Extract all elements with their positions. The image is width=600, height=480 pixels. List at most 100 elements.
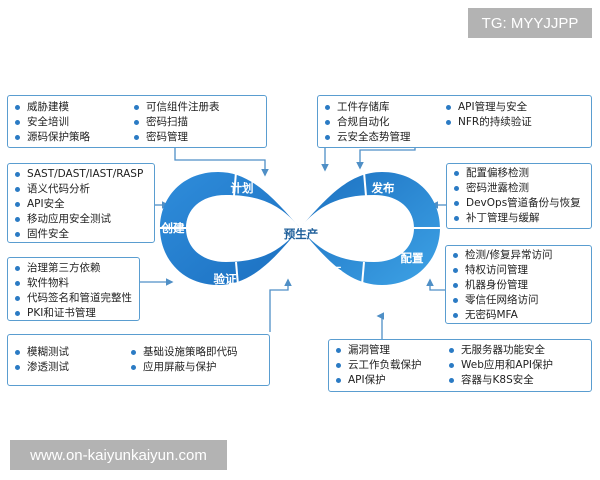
bullet-dot bbox=[15, 172, 20, 177]
bullet-dot bbox=[336, 378, 341, 383]
list-item: 治理第三方依赖 bbox=[15, 261, 132, 276]
loop-label-verify: 验证 bbox=[214, 272, 237, 286]
list-item: DevOps管道备份与恢复 bbox=[454, 196, 581, 211]
box-operate-right-col: 无服务器功能安全 Web应用和API保护 容器与K8S安全 bbox=[449, 343, 553, 388]
bullet-dot bbox=[454, 201, 459, 206]
bullet-dot bbox=[15, 105, 20, 110]
bullet-dot bbox=[453, 283, 458, 288]
list-item: 漏洞管理 bbox=[336, 343, 422, 358]
list-item: 固件安全 bbox=[15, 227, 143, 242]
bullet-dot bbox=[336, 363, 341, 368]
bullet-dot bbox=[454, 216, 459, 221]
box-release-left-col: 工件存储库 合规自动化 云安全态势管理 bbox=[325, 100, 411, 145]
box-detect: 检测/修复异常访问 特权访问管理 机器身份管理 零信任网络访问 无密码MFA bbox=[445, 245, 592, 324]
list-item: 工件存储库 bbox=[325, 100, 411, 115]
box-plan-right-col: 可信组件注册表 密码扫描 密码管理 bbox=[134, 100, 220, 145]
bullet-dot bbox=[449, 363, 454, 368]
bullet-dot bbox=[325, 120, 330, 125]
loop-label-configure: 配置 bbox=[401, 251, 424, 265]
bullet-dot bbox=[131, 365, 136, 370]
box-plan-left-col: 威胁建模 安全培训 源码保护策略 bbox=[15, 100, 90, 145]
list-item: 容器与K8S安全 bbox=[449, 373, 553, 388]
watermark-bottom: www.on-kaiyunkaiyun.com bbox=[10, 440, 227, 470]
bullet-dot bbox=[134, 105, 139, 110]
arrow-detect bbox=[426, 278, 445, 291]
bullet-dot bbox=[134, 135, 139, 140]
list-item: 密码管理 bbox=[134, 130, 220, 145]
bullet-dot bbox=[453, 253, 458, 258]
bullet-dot bbox=[15, 350, 20, 355]
list-item: 语义代码分析 bbox=[15, 182, 143, 197]
box-release: 工件存储库 合规自动化 云安全态势管理 API管理与安全 NFR的持续验证 bbox=[317, 95, 592, 148]
list-item: 密码扫描 bbox=[134, 115, 220, 130]
bullet-dot bbox=[15, 202, 20, 207]
box-detect-col: 检测/修复异常访问 特权访问管理 机器身份管理 零信任网络访问 无密码MFA bbox=[453, 248, 553, 323]
bullet-dot bbox=[453, 313, 458, 318]
list-item: API安全 bbox=[15, 197, 143, 212]
box-verify: 治理第三方依赖 软件物料 代码签名和管道完整性 PKI和证书管理 bbox=[7, 257, 140, 321]
list-item: PKI和证书管理 bbox=[15, 306, 132, 321]
bullet-dot bbox=[15, 311, 20, 316]
bullet-dot bbox=[15, 365, 20, 370]
loop-label-preprod: 预生产 bbox=[284, 227, 319, 241]
bullet-dot bbox=[15, 266, 20, 271]
list-item: 云安全态势管理 bbox=[325, 130, 411, 145]
list-item: 威胁建模 bbox=[15, 100, 90, 115]
bullet-dot bbox=[15, 296, 20, 301]
box-create: SAST/DAST/IAST/RASP 语义代码分析 API安全 移动应用安全测… bbox=[7, 163, 155, 243]
list-item: 软件物料 bbox=[15, 276, 132, 291]
list-item: 无服务器功能安全 bbox=[449, 343, 553, 358]
list-item: SAST/DAST/IAST/RASP bbox=[15, 167, 143, 182]
list-item: 无密码MFA bbox=[453, 308, 553, 323]
arrow-operate bbox=[376, 312, 385, 340]
list-item: 检测/修复异常访问 bbox=[453, 248, 553, 263]
list-item: API管理与安全 bbox=[446, 100, 532, 115]
list-item: 密码泄露检测 bbox=[454, 181, 581, 196]
bullet-dot bbox=[15, 187, 20, 192]
box-operate: 漏洞管理 云工作负载保护 API保护 无服务器功能安全 Web应用和API保护 … bbox=[328, 339, 592, 392]
list-item: 合规自动化 bbox=[325, 115, 411, 130]
list-item: 机器身份管理 bbox=[453, 278, 553, 293]
bullet-dot bbox=[446, 105, 451, 110]
box-verify-col: 治理第三方依赖 软件物料 代码签名和管道完整性 PKI和证书管理 bbox=[15, 261, 132, 321]
list-item: 补丁管理与缓解 bbox=[454, 211, 581, 226]
list-item: 零信任网络访问 bbox=[453, 293, 553, 308]
watermark-top: TG: MYYJJPP bbox=[468, 8, 592, 38]
loop-separators bbox=[160, 171, 440, 286]
bullet-dot bbox=[15, 217, 20, 222]
bullet-dot bbox=[336, 348, 341, 353]
box-test: 模糊测试 渗透测试 基础设施策略即代码 应用屏蔽与保护 bbox=[7, 334, 270, 386]
list-item: 代码签名和管道完整性 bbox=[15, 291, 132, 306]
bullet-dot bbox=[15, 135, 20, 140]
bullet-dot bbox=[15, 120, 20, 125]
bullet-dot bbox=[446, 120, 451, 125]
list-item: Web应用和API保护 bbox=[449, 358, 553, 373]
bullet-dot bbox=[454, 186, 459, 191]
box-test-left-col: 模糊测试 渗透测试 bbox=[15, 345, 69, 375]
bullet-dot bbox=[453, 268, 458, 273]
loop-right-lobe bbox=[300, 172, 440, 285]
list-item: 模糊测试 bbox=[15, 345, 69, 360]
bullet-dot bbox=[453, 298, 458, 303]
bullet-dot bbox=[325, 105, 330, 110]
list-item: 可信组件注册表 bbox=[134, 100, 220, 115]
bullet-dot bbox=[134, 120, 139, 125]
list-item: 应用屏蔽与保护 bbox=[131, 360, 238, 375]
arrow-preprod bbox=[269, 278, 292, 332]
box-operate-left-col: 漏洞管理 云工作负载保护 API保护 bbox=[336, 343, 422, 388]
box-release-right-col: API管理与安全 NFR的持续验证 bbox=[446, 100, 532, 130]
box-create-col: SAST/DAST/IAST/RASP 语义代码分析 API安全 移动应用安全测… bbox=[15, 167, 143, 242]
bullet-dot bbox=[15, 232, 20, 237]
list-item: 移动应用安全测试 bbox=[15, 212, 143, 227]
list-item: 特权访问管理 bbox=[453, 263, 553, 278]
list-item: NFR的持续验证 bbox=[446, 115, 532, 130]
list-item: 基础设施策略即代码 bbox=[131, 345, 238, 360]
loop-label-operate: 运行 bbox=[319, 265, 342, 279]
box-test-right-col: 基础设施策略即代码 应用屏蔽与保护 bbox=[131, 345, 238, 375]
bullet-dot bbox=[454, 171, 459, 176]
bullet-dot bbox=[325, 135, 330, 140]
box-configure: 配置偏移检测 密码泄露检测 DevOps管道备份与恢复 补丁管理与缓解 bbox=[446, 163, 592, 229]
bullet-dot bbox=[15, 281, 20, 286]
list-item: 安全培训 bbox=[15, 115, 90, 130]
